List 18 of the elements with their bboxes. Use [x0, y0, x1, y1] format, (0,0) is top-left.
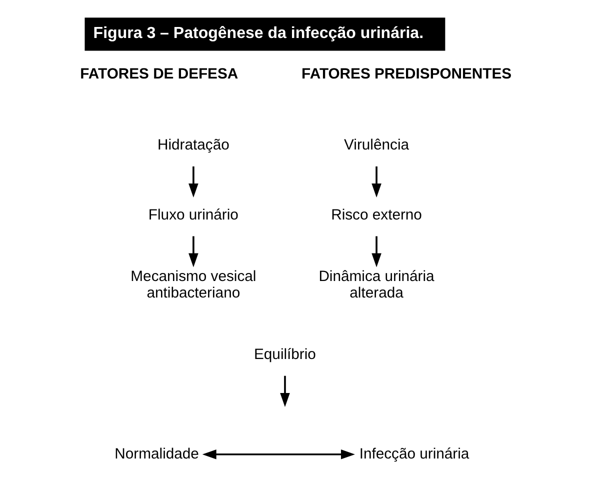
label: FATORES DE DEFESA [80, 66, 238, 83]
diagram-title: Figura 3 – Patogênese da infecção urinária. [92, 24, 424, 42]
arrow [371, 236, 381, 268]
node-text: Infecção urinária [358, 446, 469, 462]
node-text: Risco externo [330, 207, 422, 224]
node-text: Fluxo urinário [148, 207, 238, 224]
arrow [188, 166, 198, 198]
arrow [280, 376, 290, 407]
node-text: Virulência [344, 138, 409, 154]
arrow [188, 236, 198, 268]
label: FATORES PREDISPONENTES [301, 66, 512, 83]
node-text: Dinâmica urinária alterada [318, 269, 434, 302]
node-text: Hidratação [157, 138, 229, 154]
node-text: Normalidade [114, 446, 198, 462]
arrow [371, 166, 381, 198]
arrow [202, 450, 354, 460]
node-text: Equilíbrio [254, 347, 316, 364]
node-text: Mecanismo vesical antibacteriano [130, 269, 256, 302]
